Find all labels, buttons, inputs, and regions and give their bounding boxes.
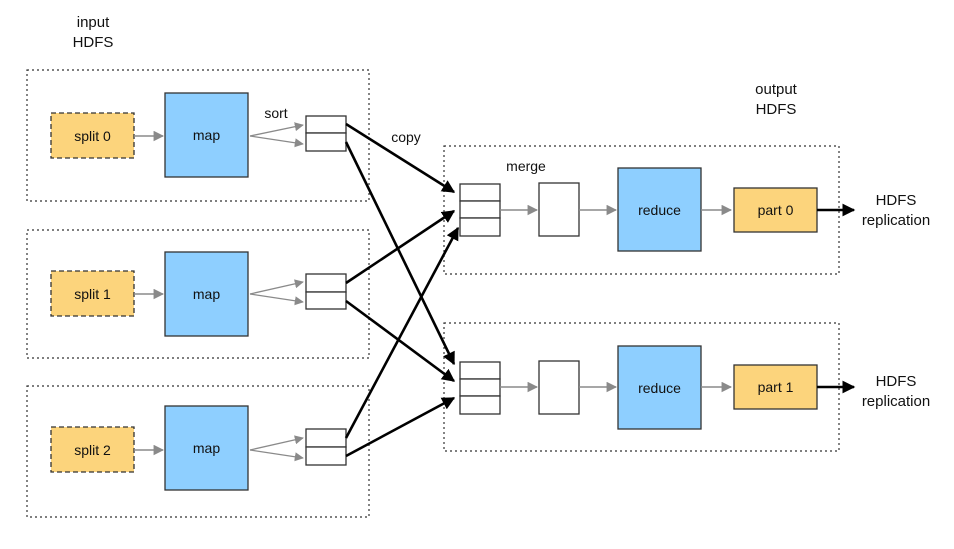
map-2-label: map <box>193 440 220 456</box>
map-1-sort-arrow-b <box>249 293 304 306</box>
map-2-sort-arrow-b <box>249 449 304 462</box>
map-0-sort-arrow-a <box>249 122 304 137</box>
split-0-box <box>50 112 135 159</box>
reduce-container-1 <box>443 322 840 452</box>
copy-arrow-map2-reduce1 <box>345 396 456 458</box>
part-1-box <box>733 364 818 410</box>
map-1-buffer-top <box>305 273 347 293</box>
reduce-1-merged-box <box>538 360 580 415</box>
map-2-buffer-bottom <box>305 446 347 466</box>
sort-label: sort <box>264 105 287 121</box>
map-2-sort-arrow-a <box>249 435 304 451</box>
map-2-box <box>164 405 249 491</box>
input-hdfs-label-line1: input <box>77 14 110 31</box>
split-1-box <box>50 270 135 317</box>
hdfs-replication-1-line1: HDFS <box>876 373 917 390</box>
map-container-2 <box>26 385 370 518</box>
copy-arrow-map1-reduce0 <box>345 209 456 285</box>
reduce-0-input-buffer-2 <box>459 200 501 219</box>
part-1-label: part 1 <box>758 379 794 395</box>
copy-label: copy <box>391 129 421 145</box>
output-hdfs-label-line1: output <box>755 81 798 98</box>
reduce-0-box <box>617 167 702 252</box>
split-0-label: split 0 <box>74 128 111 144</box>
part-0-label: part 0 <box>758 202 794 218</box>
reduce-container-0 <box>443 145 840 275</box>
map-1-sort-arrow-a <box>249 279 304 295</box>
input-hdfs-label-line2: HDFS <box>73 34 114 51</box>
map-1-buffer-bottom <box>305 291 347 310</box>
merge-label: merge <box>506 158 546 174</box>
reduce-0-merged-box <box>538 182 580 237</box>
copy-arrow-map2-reduce0 <box>344 226 460 439</box>
copy-arrow-map0-reduce1 <box>344 141 456 366</box>
hdfs-replication-0-line1: HDFS <box>876 192 917 209</box>
reduce-1-input-buffer-3 <box>459 395 501 415</box>
split-1-label: split 1 <box>74 286 111 302</box>
reduce-1-box <box>617 345 702 430</box>
reduce-1-input-buffer-1 <box>459 361 501 380</box>
map-0-buffer-top <box>305 115 347 134</box>
map-1-box <box>164 251 249 337</box>
map-0-box <box>164 92 249 178</box>
map-container-1 <box>26 229 370 359</box>
hdfs-replication-1-line2: replication <box>862 393 930 410</box>
map-2-buffer-top <box>305 428 347 448</box>
copy-arrow-map1-reduce1 <box>345 299 456 383</box>
map-1-label: map <box>193 286 220 302</box>
output-hdfs-label-line2: HDFS <box>756 101 797 118</box>
hdfs-replication-0-line2: replication <box>862 212 930 229</box>
copy-arrow-map0-reduce0 <box>345 122 456 194</box>
reduce-0-label: reduce <box>638 202 681 218</box>
reduce-1-label: reduce <box>638 380 681 396</box>
map-0-sort-arrow-b <box>249 135 304 148</box>
map-container-0 <box>26 69 370 202</box>
map-0-label: map <box>193 127 220 143</box>
split-2-label: split 2 <box>74 442 111 458</box>
split-2-box <box>50 426 135 473</box>
reduce-0-input-buffer-1 <box>459 183 501 202</box>
reduce-0-input-buffer-3 <box>459 217 501 237</box>
reduce-1-input-buffer-2 <box>459 378 501 397</box>
map-0-buffer-bottom <box>305 132 347 152</box>
